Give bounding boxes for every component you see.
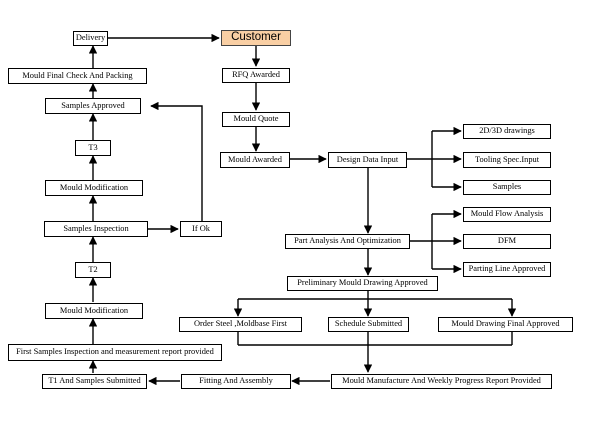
node-mould-quote: Mould Quote — [222, 112, 290, 127]
node-part-analysis: Part Analysis And Optimization — [285, 234, 410, 249]
node-design-data-input: Design Data Input — [328, 152, 407, 168]
node-parting-line-approved: Parting Line Approved — [463, 262, 551, 277]
node-2d3d-drawings: 2D/3D drawings — [463, 124, 551, 139]
node-samples: Samples — [463, 180, 551, 195]
node-mould-modification-bottom: Mould Modification — [45, 303, 143, 319]
node-if-ok: If Ok — [180, 221, 222, 237]
node-t2: T2 — [75, 262, 111, 278]
node-schedule-submitted: Schedule Submitted — [328, 317, 409, 332]
node-samples-approved: Samples Approved — [45, 98, 141, 114]
node-customer: Customer — [221, 30, 291, 46]
node-tooling-spec-input: Tooling Spec.Input — [463, 152, 551, 168]
arrow-if-ok-to-samples-approved — [150, 101, 203, 221]
node-rfq-awarded: RFQ Awarded — [222, 68, 290, 83]
node-mould-flow-analysis: Mould Flow Analysis — [463, 207, 551, 222]
node-t3: T3 — [75, 140, 111, 156]
node-preliminary-drawing: Preliminary Mould Drawing Approved — [287, 276, 438, 291]
node-order-steel: Order Steel ,Moldbase First — [179, 317, 302, 332]
node-samples-inspection: Samples Inspection — [44, 221, 148, 237]
node-mould-manufacture: Mould Manufacture And Weekly Progress Re… — [331, 374, 552, 389]
node-mould-awarded: Mould Awarded — [220, 152, 290, 168]
node-dfm: DFM — [463, 234, 551, 249]
node-mould-final-check: Mould Final Check And Packing — [8, 68, 147, 84]
node-fitting-assembly: Fitting And Assembly — [181, 374, 291, 389]
node-t1-samples-submitted: T1 And Samples Submitted — [42, 374, 147, 389]
node-drawing-final-approved: Mould Drawing Final Approved — [438, 317, 573, 332]
node-delivery: Delivery — [73, 31, 108, 46]
node-mould-modification-top: Mould Modification — [45, 180, 143, 196]
node-first-samples-inspection: First Samples Inspection and measurement… — [8, 344, 222, 361]
